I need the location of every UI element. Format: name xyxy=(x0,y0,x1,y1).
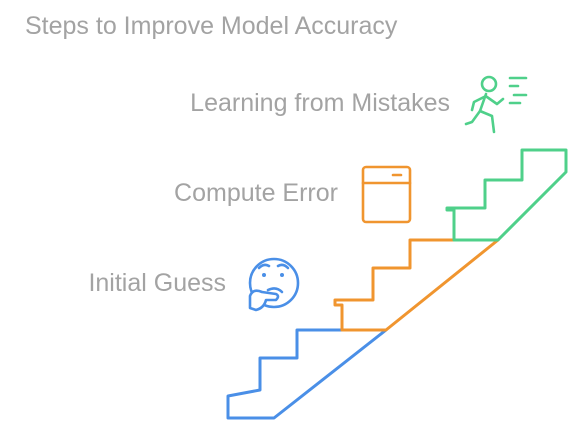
step-label-learning-from-mistakes: Learning from Mistakes xyxy=(190,89,450,117)
thinking-face-icon xyxy=(248,257,300,312)
stair-segment-learning xyxy=(445,148,568,242)
stair-segment-compute-error xyxy=(333,238,500,332)
step-label-initial-guess: Initial Guess xyxy=(88,269,226,297)
stair-segment-initial-guess xyxy=(226,328,388,420)
stair-outline-green xyxy=(445,148,568,242)
person-walking-icon xyxy=(464,75,528,134)
diagram-title: Steps to Improve Model Accuracy xyxy=(25,12,398,40)
step-label-compute-error: Compute Error xyxy=(174,179,338,207)
stair-outline-orange xyxy=(333,238,500,332)
stair-outline-blue xyxy=(226,328,388,420)
calculator-icon xyxy=(361,165,412,224)
